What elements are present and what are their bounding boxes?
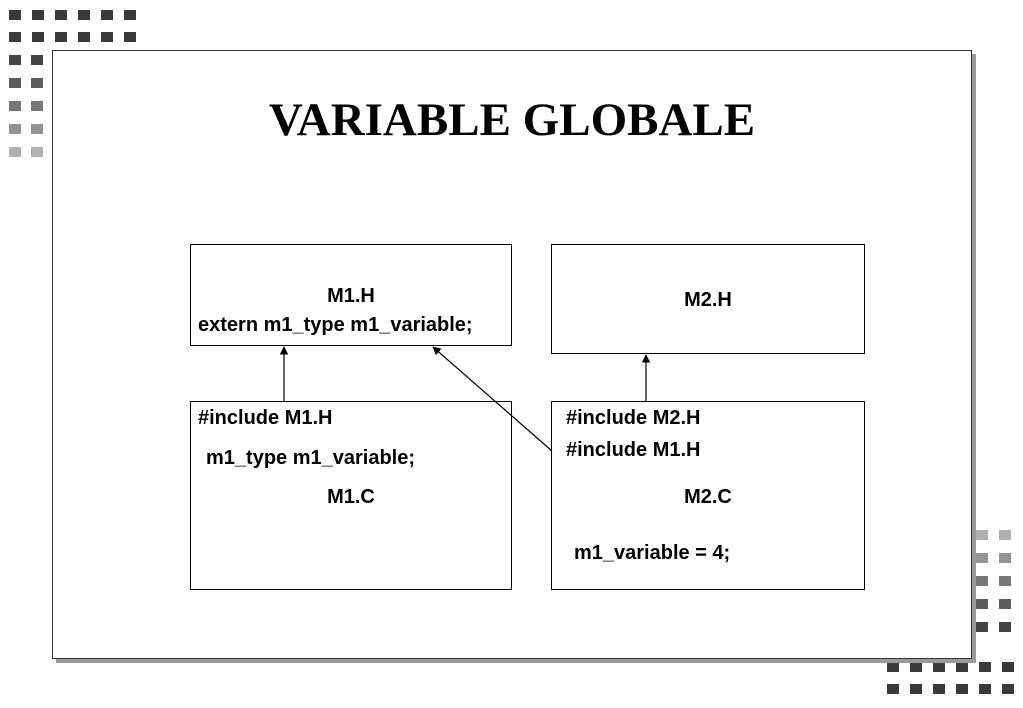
m2c-name: M2.C xyxy=(684,486,732,508)
decor-square xyxy=(124,32,136,42)
decor-square xyxy=(31,147,43,157)
decor-square xyxy=(933,684,945,694)
decor-square xyxy=(101,10,113,20)
m1h-box: M1.H extern m1_type m1_variable; xyxy=(190,244,512,346)
decor-square xyxy=(910,662,922,672)
decor-square xyxy=(9,147,21,157)
decor-square xyxy=(976,576,988,586)
m2h-name: M2.H xyxy=(684,289,732,311)
decor-square xyxy=(101,32,113,42)
decor-square xyxy=(9,101,21,111)
decor-square xyxy=(55,32,67,42)
decor-square xyxy=(78,32,90,42)
m2h-box: M2.H xyxy=(551,244,865,354)
decor-square xyxy=(979,662,991,672)
decor-square xyxy=(976,553,988,563)
decor-square xyxy=(999,622,1011,632)
decor-square xyxy=(979,684,991,694)
decor-square xyxy=(976,622,988,632)
decor-square xyxy=(9,32,21,42)
decor-square xyxy=(124,10,136,20)
decor-square xyxy=(910,684,922,694)
decor-square xyxy=(32,32,44,42)
m2c-include-m2h-line: #include M2.H xyxy=(566,407,701,429)
slide-title: VARIABLE GLOBALE xyxy=(268,94,756,146)
decor-square xyxy=(32,10,44,20)
decor-square xyxy=(999,553,1011,563)
decor-square xyxy=(31,55,43,65)
decor-square xyxy=(933,662,945,672)
decor-square xyxy=(78,10,90,20)
decor-square xyxy=(31,124,43,134)
decor-square xyxy=(1002,684,1014,694)
decor-square xyxy=(976,599,988,609)
m1h-extern-line: extern m1_type m1_variable; xyxy=(198,314,473,336)
decor-square xyxy=(31,101,43,111)
decor-square xyxy=(999,599,1011,609)
m1c-name: M1.C xyxy=(327,486,375,508)
decor-square xyxy=(31,78,43,88)
decor-square xyxy=(55,10,67,20)
decor-square xyxy=(9,10,21,20)
decor-square xyxy=(9,124,21,134)
decor-square xyxy=(9,55,21,65)
decor-square xyxy=(9,78,21,88)
m1h-name: M1.H xyxy=(327,285,375,307)
decor-square xyxy=(956,662,968,672)
m1c-box: #include M1.H m1_type m1_variable; M1.C xyxy=(190,401,512,590)
decor-square xyxy=(1002,662,1014,672)
m1c-declaration-line: m1_type m1_variable; xyxy=(206,447,416,469)
m1c-include-line: #include M1.H xyxy=(198,407,333,429)
decor-square xyxy=(976,530,988,540)
m2c-assignment-line: m1_variable = 4; xyxy=(574,542,731,564)
m2c-include-m1h-line: #include M1.H xyxy=(566,439,701,461)
decor-square xyxy=(887,662,899,672)
decor-square xyxy=(999,576,1011,586)
decor-square xyxy=(956,684,968,694)
m2c-box: #include M2.H #include M1.H M2.C m1_vari… xyxy=(551,401,865,590)
slide: VARIABLE GLOBALE M1.H extern m1_type m1_… xyxy=(52,50,972,659)
decor-square xyxy=(999,530,1011,540)
decor-square xyxy=(887,684,899,694)
